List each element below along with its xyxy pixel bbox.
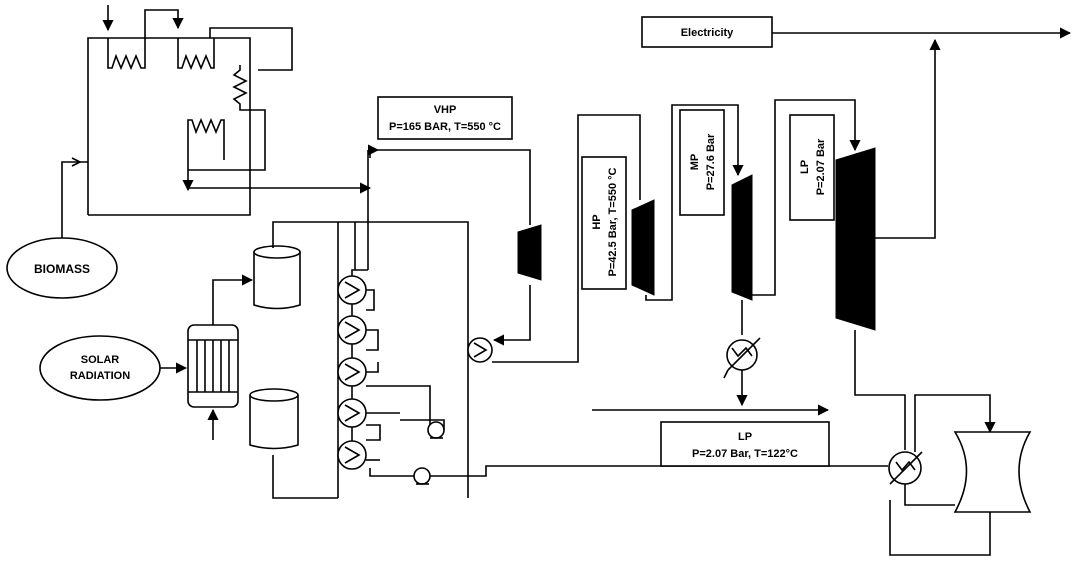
- hp-turbine: [631, 199, 655, 296]
- biomass-source: BIOMASS: [6, 237, 118, 299]
- boiler-coil-1: [107, 38, 146, 71]
- lp-steam-box: LP P=2.07 Bar, T=122°C: [660, 421, 830, 467]
- solar-receiver: [187, 324, 239, 408]
- cooling-tower: [953, 431, 1032, 513]
- hx-unit-4: [337, 398, 400, 441]
- mp-turbine: [731, 174, 753, 301]
- boiler-coil-3: [188, 65, 266, 171]
- process-heater: [723, 337, 761, 379]
- hp-detail: P=42.5 Bar, T=550 °C: [607, 167, 619, 276]
- condenser: [888, 451, 923, 485]
- hp-title: HP: [591, 214, 603, 229]
- solar-radiation-source: SOLAR RADIATION: [39, 335, 161, 401]
- pump-2: [369, 467, 431, 485]
- vhp-label-box: VHP P=165 BAR, T=550 °C: [377, 96, 513, 140]
- hx-unit-1: [337, 275, 375, 311]
- hx-unit-2: [337, 315, 379, 351]
- pump-1: [400, 419, 445, 439]
- mp-label-box: MP P=27.6 Bar: [679, 109, 725, 216]
- mp-title: MP: [689, 154, 701, 171]
- hx-unit-5: [337, 440, 380, 470]
- hot-storage-tank: [253, 245, 301, 310]
- solar-label-line2: RADIATION: [70, 370, 130, 382]
- boiler-coil-2: [177, 38, 215, 71]
- hp-label-box: HP P=42.5 Bar, T=550 °C: [581, 156, 627, 290]
- electricity-box: Electricity: [641, 16, 773, 48]
- lp-steam-title: LP: [738, 431, 752, 443]
- lp-steam-detail: P=2.07 Bar, T=122°C: [692, 448, 798, 460]
- biomass-label: BIOMASS: [34, 262, 90, 276]
- mp-detail: P=27.6 Bar: [705, 133, 717, 190]
- biomass-boiler: [61, 5, 372, 245]
- vhp-title: VHP: [434, 104, 457, 116]
- vhp-turbine: [517, 224, 542, 281]
- cold-storage-tank: [249, 388, 299, 450]
- solar-label-line1: SOLAR: [81, 354, 120, 366]
- boiler-coil-4: [187, 117, 225, 160]
- electricity-label: Electricity: [681, 27, 734, 39]
- lp-detail: P=2.07 Bar: [815, 138, 827, 195]
- lp-label-box: LP P=2.07 Bar: [789, 114, 835, 221]
- feed-pump: [467, 337, 493, 363]
- vhp-detail: P=165 BAR, T=550 °C: [389, 121, 501, 133]
- lp-turbine: [835, 147, 876, 331]
- lp-title: LP: [799, 160, 811, 174]
